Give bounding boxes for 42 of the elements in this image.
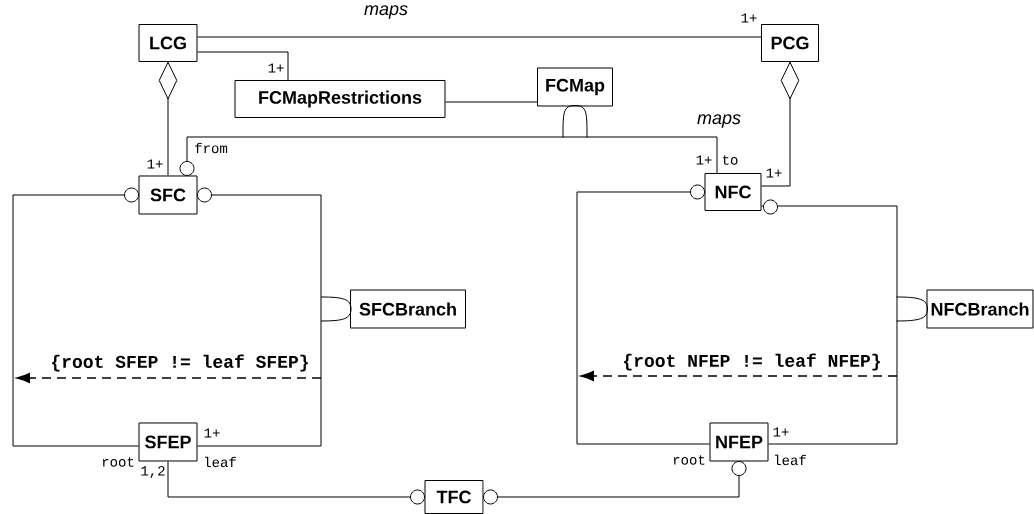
connector — [576, 184, 710, 445]
class-box: FCMap — [537, 67, 613, 107]
role-label: root — [673, 455, 705, 465]
class-box: TFC — [424, 480, 484, 514]
connector — [896, 296, 928, 322]
connector — [445, 101, 538, 103]
edge-label: maps — [363, 4, 409, 20]
multiplicity-label: 1+ — [147, 159, 163, 169]
role-label: leaf — [205, 456, 236, 468]
connector — [167, 461, 425, 505]
multiplicity-label: 1+ — [268, 63, 284, 73]
role-label: from — [195, 142, 228, 154]
role-label: leaf — [775, 454, 806, 466]
multiplicity-label: 1+ — [204, 428, 220, 438]
connector — [179, 136, 718, 176]
role-label: to — [722, 155, 738, 165]
connector — [197, 51, 289, 81]
class-box: NFC — [704, 173, 762, 211]
connector — [761, 199, 898, 445]
connector — [320, 296, 352, 322]
role-label: root — [102, 457, 134, 467]
class-box: SFEP — [138, 422, 198, 462]
multiplicity-label: 1+ — [696, 155, 712, 165]
connector — [562, 105, 588, 138]
multiplicity-label: 1+ — [741, 13, 757, 23]
class-box: FCMapRestrictions — [234, 80, 446, 118]
multiplicity-label: 1,2 — [141, 466, 165, 478]
connector — [197, 187, 322, 447]
class-box: NFCBranch — [926, 289, 1034, 329]
connector — [483, 461, 747, 505]
constraint-text: {root SFEP != leaf SFEP} — [52, 354, 308, 372]
multiplicity-label: 1+ — [766, 168, 782, 178]
class-box: SFC — [138, 175, 198, 215]
edge-label: maps — [696, 113, 742, 129]
constraint-text: {root NFEP != leaf NFEP} — [624, 353, 880, 371]
class-box: SFCBranch — [350, 289, 466, 329]
class-box: NFEP — [709, 422, 769, 462]
multiplicity-label: 1+ — [773, 427, 789, 437]
connector — [197, 36, 762, 38]
connector — [761, 61, 800, 187]
connector — [12, 187, 139, 447]
connector — [158, 61, 178, 176]
